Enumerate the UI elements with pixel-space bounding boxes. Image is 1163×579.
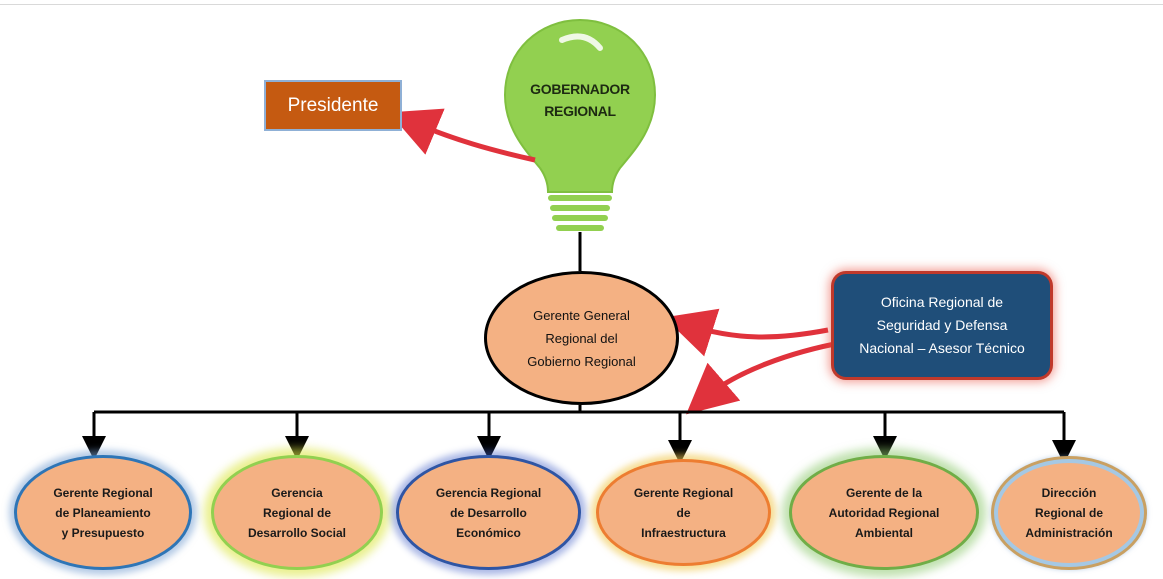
arrow-to-president bbox=[388, 108, 536, 163]
gm-line3: Gobierno Regional bbox=[527, 353, 636, 369]
management-line: Económico bbox=[456, 525, 521, 540]
management-node-environmental: Gerente de la Autoridad Regional Ambient… bbox=[789, 455, 979, 570]
management-line: de Desarrollo bbox=[450, 505, 527, 520]
arrow-to-general-manager bbox=[664, 308, 829, 357]
management-line: de bbox=[676, 505, 691, 520]
top-divider bbox=[0, 4, 1163, 5]
management-node-infrastructure: Gerente Regional de Infraestructura bbox=[596, 459, 771, 566]
governor-node: GOBERNADOR REGIONAL bbox=[520, 78, 640, 122]
management-line: Regional de bbox=[262, 505, 331, 520]
management-line: Dirección bbox=[1041, 486, 1097, 500]
office-line3: Nacional – Asesor Técnico bbox=[859, 340, 1025, 356]
management-line: Gerente de la bbox=[845, 485, 922, 500]
president-box: Presidente bbox=[264, 80, 402, 131]
management-line: Gerente Regional bbox=[633, 485, 734, 500]
governor-label-line2: REGIONAL bbox=[544, 103, 616, 119]
management-line: Ambiental bbox=[854, 525, 913, 540]
president-label: Presidente bbox=[287, 94, 379, 116]
management-line: de Planeamiento bbox=[55, 505, 151, 520]
management-line: Gerencia bbox=[271, 485, 323, 500]
management-line: y Presupuesto bbox=[61, 525, 145, 540]
management-line: Autoridad Regional bbox=[828, 505, 940, 520]
advisor-office-box: Oficina Regional de Seguridad y Defensa … bbox=[834, 274, 1050, 377]
management-line: Administración bbox=[1025, 526, 1113, 540]
lightbulb-icon bbox=[503, 18, 657, 231]
management-node-social: Gerencia Regional de Desarrollo Social bbox=[211, 455, 383, 570]
office-line1: Oficina Regional de bbox=[880, 294, 1004, 310]
management-node-administration: Dirección Regional de Administración bbox=[994, 459, 1144, 567]
gm-line1: Gerente General bbox=[533, 307, 630, 323]
management-node-planning: Gerente Regional de Planeamiento y Presu… bbox=[14, 455, 192, 570]
office-line2: Seguridad y Defensa bbox=[876, 317, 1008, 333]
management-node-economic: Gerencia Regional de Desarrollo Económic… bbox=[396, 455, 581, 570]
management-line: Gerencia Regional bbox=[435, 485, 542, 500]
arrow-to-managements bbox=[686, 339, 846, 415]
management-line: Desarrollo Social bbox=[247, 525, 347, 540]
management-line: Infraestructura bbox=[641, 525, 726, 540]
governor-label-line1: GOBERNADOR bbox=[530, 81, 630, 97]
gm-line2: Regional del bbox=[545, 330, 618, 346]
management-line: Regional de bbox=[1034, 506, 1103, 520]
general-manager-node: Gerente General Regional del Gobierno Re… bbox=[484, 271, 679, 405]
management-line: Gerente Regional bbox=[53, 485, 153, 500]
